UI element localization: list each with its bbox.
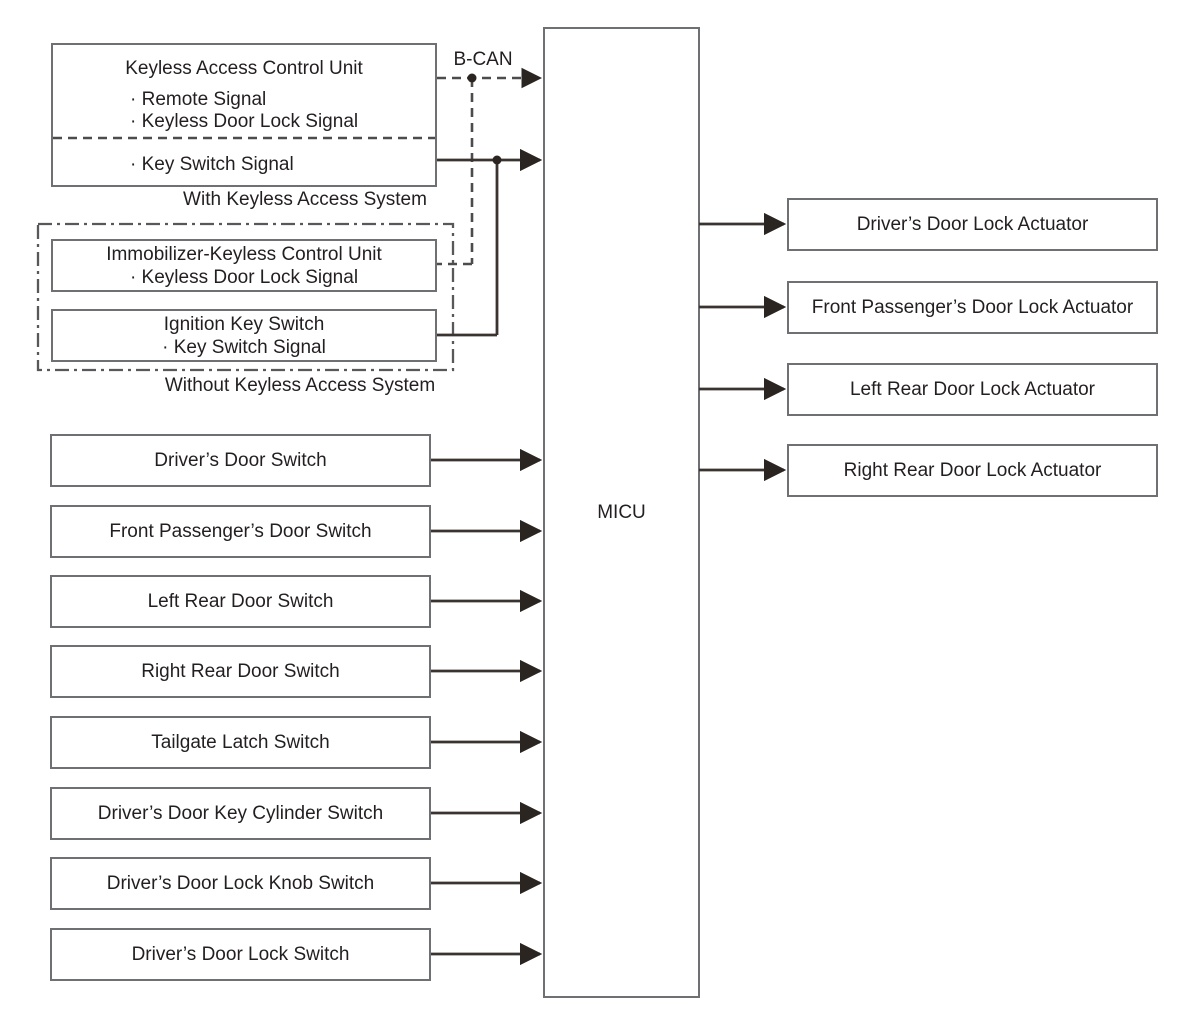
box-label: Left Rear Door Switch xyxy=(147,591,334,612)
box-label: Front Passenger’s Door Switch xyxy=(109,521,372,542)
box-label: Left Rear Door Lock Actuator xyxy=(849,379,1095,400)
box-label: Driver’s Door Lock Knob Switch xyxy=(106,873,375,894)
bcan-connector xyxy=(437,67,543,266)
box-label: Right Rear Door Switch xyxy=(141,661,340,682)
box-label: Driver’s Door Switch xyxy=(154,450,327,471)
ignition-title: Ignition Key Switch xyxy=(163,313,325,335)
micu-box: MICU xyxy=(543,27,700,998)
with-keyless-caption: With Keyless Access System xyxy=(183,189,427,210)
keyless-door-lock-signal-item: · Keyless Door Lock Signal xyxy=(130,111,359,132)
remote-signal-item: · Remote Signal xyxy=(130,89,267,110)
left-rear-door-lock-actuator-box: Left Rear Door Lock Actuator xyxy=(787,363,1158,416)
drivers-door-lock-knob-switch-box: Driver’s Door Lock Knob Switch xyxy=(50,857,431,910)
front-passengers-door-lock-actuator-box: Front Passenger’s Door Lock Actuator xyxy=(787,281,1158,334)
keyless-access-control-unit-box: Keyless Access Control Unit · Remote Sig… xyxy=(51,43,437,187)
micu-label: MICU xyxy=(597,502,646,523)
key-switch-connector xyxy=(437,148,543,337)
switch-to-micu-arrows xyxy=(431,448,543,966)
left-rear-door-switch-box: Left Rear Door Switch xyxy=(50,575,431,628)
immobilizer-signal: · Keyless Door Lock Signal xyxy=(129,266,359,288)
micu-to-actuator-arrows xyxy=(699,212,787,482)
drivers-door-switch-box: Driver’s Door Switch xyxy=(50,434,431,487)
right-rear-door-switch-box: Right Rear Door Switch xyxy=(50,645,431,698)
box-label: Front Passenger’s Door Lock Actuator xyxy=(811,297,1134,318)
box-label: Right Rear Door Lock Actuator xyxy=(843,460,1102,481)
drivers-door-lock-switch-box: Driver’s Door Lock Switch xyxy=(50,928,431,981)
front-passengers-door-switch-box: Front Passenger’s Door Switch xyxy=(50,505,431,558)
ignition-key-switch-box: Ignition Key Switch · Key Switch Signal xyxy=(51,309,437,362)
right-rear-door-lock-actuator-box: Right Rear Door Lock Actuator xyxy=(787,444,1158,497)
box-label: Driver’s Door Key Cylinder Switch xyxy=(97,803,384,824)
tailgate-latch-switch-box: Tailgate Latch Switch xyxy=(50,716,431,769)
box-label: Driver’s Door Lock Actuator xyxy=(856,214,1089,235)
keyless-unit-title: Keyless Access Control Unit xyxy=(125,58,363,79)
drivers-door-lock-actuator-box: Driver’s Door Lock Actuator xyxy=(787,198,1158,251)
box-label: Tailgate Latch Switch xyxy=(151,732,330,753)
box-label: Driver’s Door Lock Switch xyxy=(131,944,350,965)
ignition-signal: · Key Switch Signal xyxy=(162,336,326,358)
drivers-door-key-cylinder-switch-box: Driver’s Door Key Cylinder Switch xyxy=(50,787,431,840)
immobilizer-keyless-control-unit-box: Immobilizer-Keyless Control Unit · Keyle… xyxy=(51,239,437,292)
immobilizer-title: Immobilizer-Keyless Control Unit xyxy=(106,243,382,265)
key-switch-signal-item: · Key Switch Signal xyxy=(130,154,294,175)
without-keyless-caption: Without Keyless Access System xyxy=(164,375,436,396)
bcan-label: B-CAN xyxy=(453,49,513,70)
